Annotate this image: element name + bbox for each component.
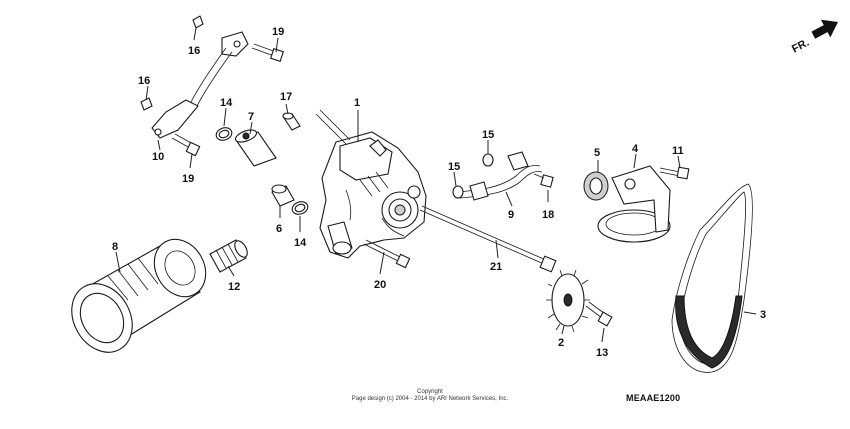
oil-pump-body bbox=[315, 109, 427, 259]
bolt-19-top bbox=[251, 43, 284, 62]
label-15-left: 15 bbox=[448, 161, 460, 173]
label-13: 13 bbox=[596, 347, 608, 359]
washer-15-left bbox=[452, 185, 464, 199]
front-direction-marker: FR. bbox=[788, 18, 844, 56]
label-12: 12 bbox=[228, 281, 240, 293]
part-labels: 19 16 16 10 19 14 17 7 1 6 14 8 12 20 15… bbox=[112, 26, 766, 359]
label-2: 2 bbox=[558, 337, 564, 349]
direction-label: FR. bbox=[790, 37, 811, 54]
label-17: 17 bbox=[280, 91, 292, 103]
label-10: 10 bbox=[152, 151, 164, 163]
arrow-right-icon: FR. bbox=[790, 19, 839, 56]
label-16-top: 16 bbox=[188, 45, 200, 57]
leader-lines bbox=[115, 27, 757, 343]
oil-pipe-bracket bbox=[151, 31, 249, 139]
bolt-21 bbox=[419, 205, 557, 273]
drive-chain-3 bbox=[671, 183, 753, 373]
copyright-line-1: Copyright bbox=[417, 389, 443, 395]
washer-15-top bbox=[482, 153, 494, 167]
label-14-top: 14 bbox=[220, 97, 233, 109]
label-4: 4 bbox=[632, 143, 639, 155]
seal-5 bbox=[583, 171, 609, 201]
bolt-11 bbox=[659, 166, 690, 180]
sprocket-2 bbox=[546, 269, 590, 333]
copyright-notice: Copyright Page design (c) 2004 - 2014 by… bbox=[300, 389, 560, 403]
diagram-code: MEAAE1200 bbox=[626, 393, 681, 403]
label-19-top: 19 bbox=[272, 26, 284, 38]
label-6: 6 bbox=[276, 223, 282, 235]
washer-16-top bbox=[192, 15, 204, 29]
filter-nipple-12 bbox=[209, 239, 248, 273]
label-18: 18 bbox=[542, 209, 554, 221]
oil-strainer-4 bbox=[597, 165, 671, 243]
bolt-19-bottom bbox=[171, 133, 201, 157]
copyright-line-2: Page design (c) 2004 - 2014 by ARI Netwo… bbox=[351, 396, 509, 402]
collar-7 bbox=[234, 129, 277, 167]
label-3: 3 bbox=[760, 309, 766, 321]
bolt-13 bbox=[585, 301, 613, 327]
oil-pipe-9 bbox=[457, 151, 543, 201]
dowel-17 bbox=[282, 112, 301, 131]
label-19-bottom: 19 bbox=[182, 173, 194, 185]
label-15-top: 15 bbox=[482, 129, 494, 141]
o-ring-14-top bbox=[215, 127, 233, 141]
label-16-left: 16 bbox=[138, 75, 150, 87]
oil-filter-8 bbox=[71, 238, 207, 353]
bolt-20 bbox=[363, 239, 411, 269]
bolt-18 bbox=[533, 173, 554, 188]
label-20: 20 bbox=[374, 279, 386, 291]
label-1: 1 bbox=[354, 97, 360, 109]
label-5: 5 bbox=[594, 147, 600, 159]
label-8: 8 bbox=[112, 241, 118, 253]
label-11: 11 bbox=[672, 145, 684, 157]
label-21: 21 bbox=[490, 261, 502, 273]
label-7: 7 bbox=[248, 111, 254, 123]
label-14-bottom: 14 bbox=[294, 237, 307, 249]
o-ring-14-bottom bbox=[291, 201, 309, 215]
label-9: 9 bbox=[508, 209, 514, 221]
collar-6 bbox=[271, 184, 295, 207]
